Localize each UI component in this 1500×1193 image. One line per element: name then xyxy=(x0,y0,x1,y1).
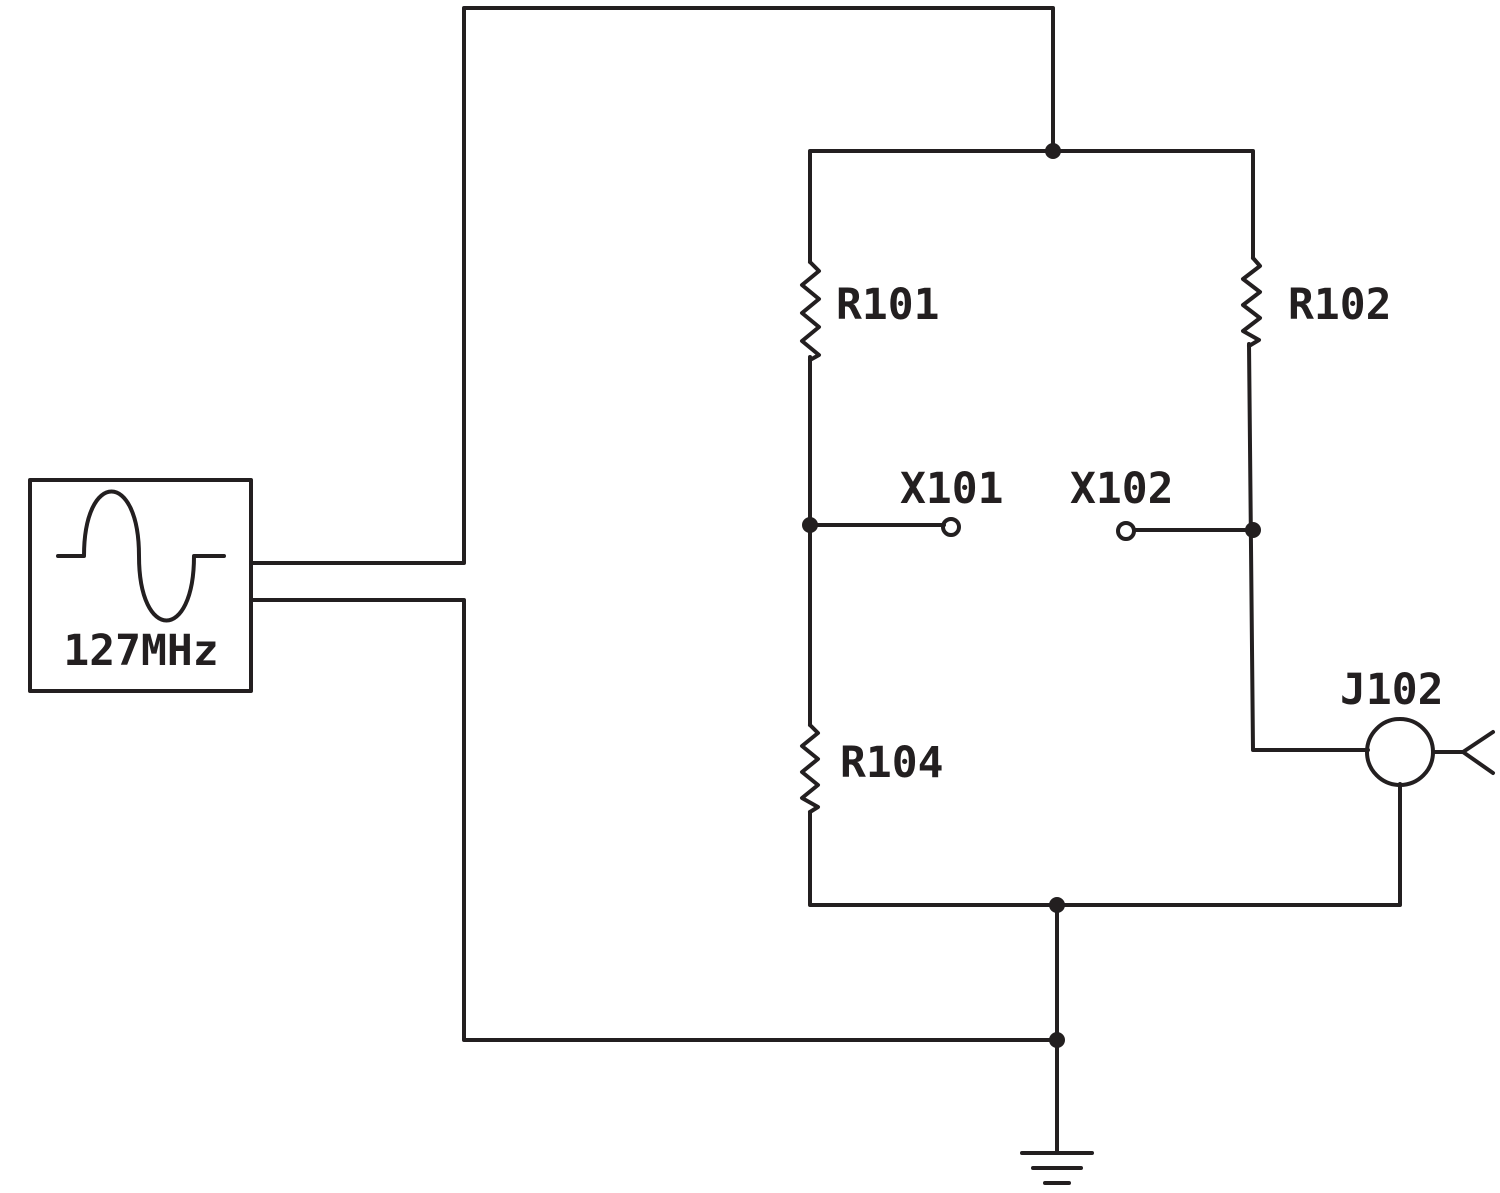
source-box xyxy=(28,478,253,693)
resistor-r102: R102 xyxy=(1241,256,1392,348)
wires xyxy=(249,6,1402,1155)
wire-source-top xyxy=(249,6,1055,565)
sine-wave-icon xyxy=(56,489,226,623)
junction-dot xyxy=(1245,522,1261,538)
resistor-r104-label: R104 xyxy=(840,738,944,788)
resistor-r104: R104 xyxy=(800,723,944,814)
junction-dot xyxy=(1045,143,1061,159)
test-point-x101: X101 xyxy=(900,464,1004,537)
test-point-x102: X102 xyxy=(1070,464,1174,541)
junction-dot xyxy=(802,517,818,533)
resistor-r104-zigzag xyxy=(800,723,820,814)
junction-dot xyxy=(1049,897,1065,913)
wire-right-branch xyxy=(1247,342,1370,752)
junctions xyxy=(802,143,1261,1048)
ground-icon xyxy=(1020,1151,1094,1185)
test-point-x102-terminal xyxy=(1116,521,1136,541)
wire-source-bottom xyxy=(249,598,1059,1042)
connector-j102-body xyxy=(1365,717,1435,787)
connector-j102-label: J102 xyxy=(1340,665,1444,715)
resistor-r102-zigzag xyxy=(1241,256,1262,348)
junction-dot xyxy=(1049,1032,1065,1048)
source-frequency-label: 127MHz xyxy=(63,626,218,676)
signal-source: 127MHz xyxy=(28,478,253,693)
resistor-r101: R101 xyxy=(800,260,940,362)
connector-j102: J102 xyxy=(1340,665,1495,787)
test-point-x101-label: X101 xyxy=(900,464,1004,514)
wire-top-rail xyxy=(808,149,1255,264)
connector-j102-arrow xyxy=(1461,730,1495,775)
resistor-r101-label: R101 xyxy=(836,280,940,330)
test-point-x101-terminal xyxy=(941,517,961,537)
wire-bottom-rail xyxy=(808,782,1402,907)
test-point-x102-label: X102 xyxy=(1070,464,1174,514)
resistor-r101-zigzag xyxy=(800,260,821,362)
resistor-r102-label: R102 xyxy=(1288,280,1392,330)
